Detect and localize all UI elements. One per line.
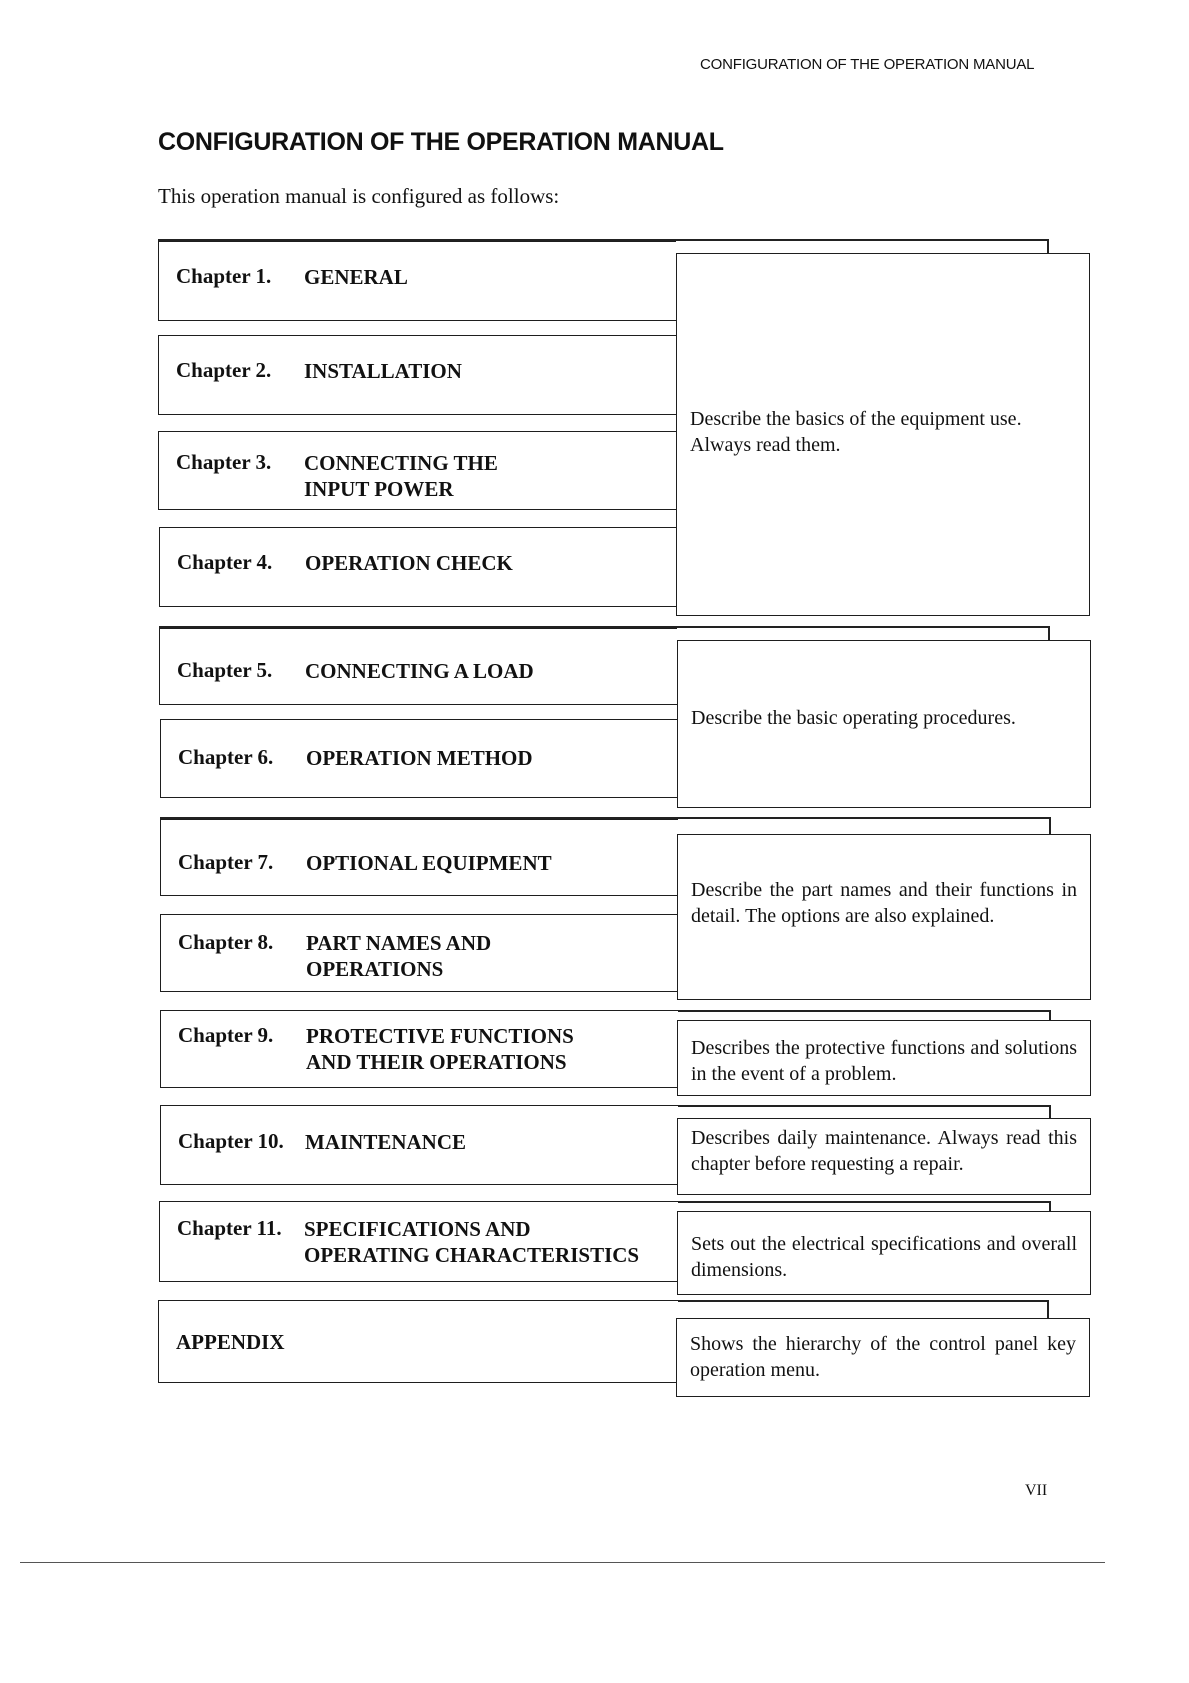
description-maintenance: Describes daily maintenance. Always read… — [677, 1118, 1091, 1195]
chapter-number: Chapter 7. — [178, 850, 274, 874]
description-protective: Describes the protective functions and s… — [677, 1020, 1091, 1096]
chapter-box-6: Chapter 6. OPERATION METHOD — [160, 719, 677, 798]
chapter-number: Chapter 6. — [178, 745, 274, 769]
page-number: VII — [1025, 1482, 1048, 1499]
chapter-title: MAINTENANCE — [305, 1130, 467, 1154]
chapter-box-7: Chapter 7. OPTIONAL EQUIPMENT — [160, 819, 678, 896]
description-text: Sets out the electrical specifications a… — [691, 1233, 1077, 1281]
chapter-box-4: Chapter 4. OPERATION CHECK — [159, 527, 676, 607]
description-text: Describe the basic operating procedures. — [691, 707, 1016, 729]
chapter-title: SPECIFICATIONS AND OPERATING CHARACTERIS… — [304, 1217, 640, 1267]
chapter-number: Chapter 2. — [176, 358, 272, 382]
description-operating: Describe the basic operating procedures. — [677, 640, 1091, 808]
chapter-box-8: Chapter 8. PART NAMES AND OPERATIONS — [160, 914, 678, 992]
description-text: Describe the basics of the equipment use… — [690, 408, 1022, 456]
chapter-number: Chapter 10. — [178, 1129, 284, 1153]
chapter-box-9: Chapter 9. PROTECTIVE FUNCTIONS AND THEI… — [160, 1010, 678, 1088]
appendix-box: APPENDIX — [158, 1300, 678, 1383]
chapter-number: Chapter 5. — [177, 658, 273, 682]
chapter-number: Chapter 1. — [176, 264, 272, 288]
chapter-box-1: Chapter 1. GENERAL — [158, 241, 676, 321]
chapter-title: CONNECTING A LOAD — [305, 659, 534, 683]
chapter-number: Chapter 3. — [176, 450, 272, 474]
description-text: Describe the part names and their functi… — [691, 879, 1077, 927]
chapter-number: Chapter 8. — [178, 930, 274, 954]
bottom-rule — [20, 1562, 1105, 1563]
chapter-title: PROTECTIVE FUNCTIONS AND THEIR OPERATION… — [306, 1024, 574, 1074]
description-text: Describes daily maintenance. Always read… — [691, 1127, 1077, 1175]
chapter-number: Chapter 4. — [177, 550, 273, 574]
chapter-title: CONNECTING THE INPUT POWER — [304, 451, 498, 501]
chapter-number: Chapter 11. — [177, 1216, 282, 1240]
chapter-title: PART NAMES AND OPERATIONS — [306, 931, 492, 981]
chapter-box-2: Chapter 2. INSTALLATION — [158, 335, 676, 415]
chapter-title: OPTIONAL EQUIPMENT — [306, 851, 552, 875]
chapter-title: OPERATION CHECK — [305, 551, 513, 575]
running-header: CONFIGURATION OF THE OPERATION MANUAL — [700, 56, 1035, 73]
chapter-box-11: Chapter 11. SPECIFICATIONS AND OPERATING… — [159, 1201, 678, 1282]
chapter-number: Chapter 9. — [178, 1023, 274, 1047]
chapter-title: INSTALLATION — [304, 359, 462, 383]
chapter-box-5: Chapter 5. CONNECTING A LOAD — [159, 628, 677, 705]
description-specifications: Sets out the electrical specifications a… — [677, 1211, 1091, 1295]
intro-text: This operation manual is configured as f… — [158, 184, 560, 208]
chapter-title: OPERATION METHOD — [306, 746, 533, 770]
description-part-names: Describe the part names and their functi… — [677, 834, 1091, 1000]
page-title: CONFIGURATION OF THE OPERATION MANUAL — [158, 128, 724, 156]
description-appendix: Shows the hierarchy of the control panel… — [676, 1318, 1090, 1397]
appendix-title: APPENDIX — [176, 1330, 285, 1354]
chapter-box-3: Chapter 3. CONNECTING THE INPUT POWER — [158, 431, 676, 510]
description-text: Shows the hierarchy of the control panel… — [690, 1333, 1076, 1381]
chapter-box-10: Chapter 10. MAINTENANCE — [160, 1105, 678, 1185]
description-text: Describes the protective functions and s… — [691, 1037, 1077, 1085]
description-basics: Describe the basics of the equipment use… — [676, 253, 1090, 616]
chapter-title: GENERAL — [304, 265, 408, 289]
